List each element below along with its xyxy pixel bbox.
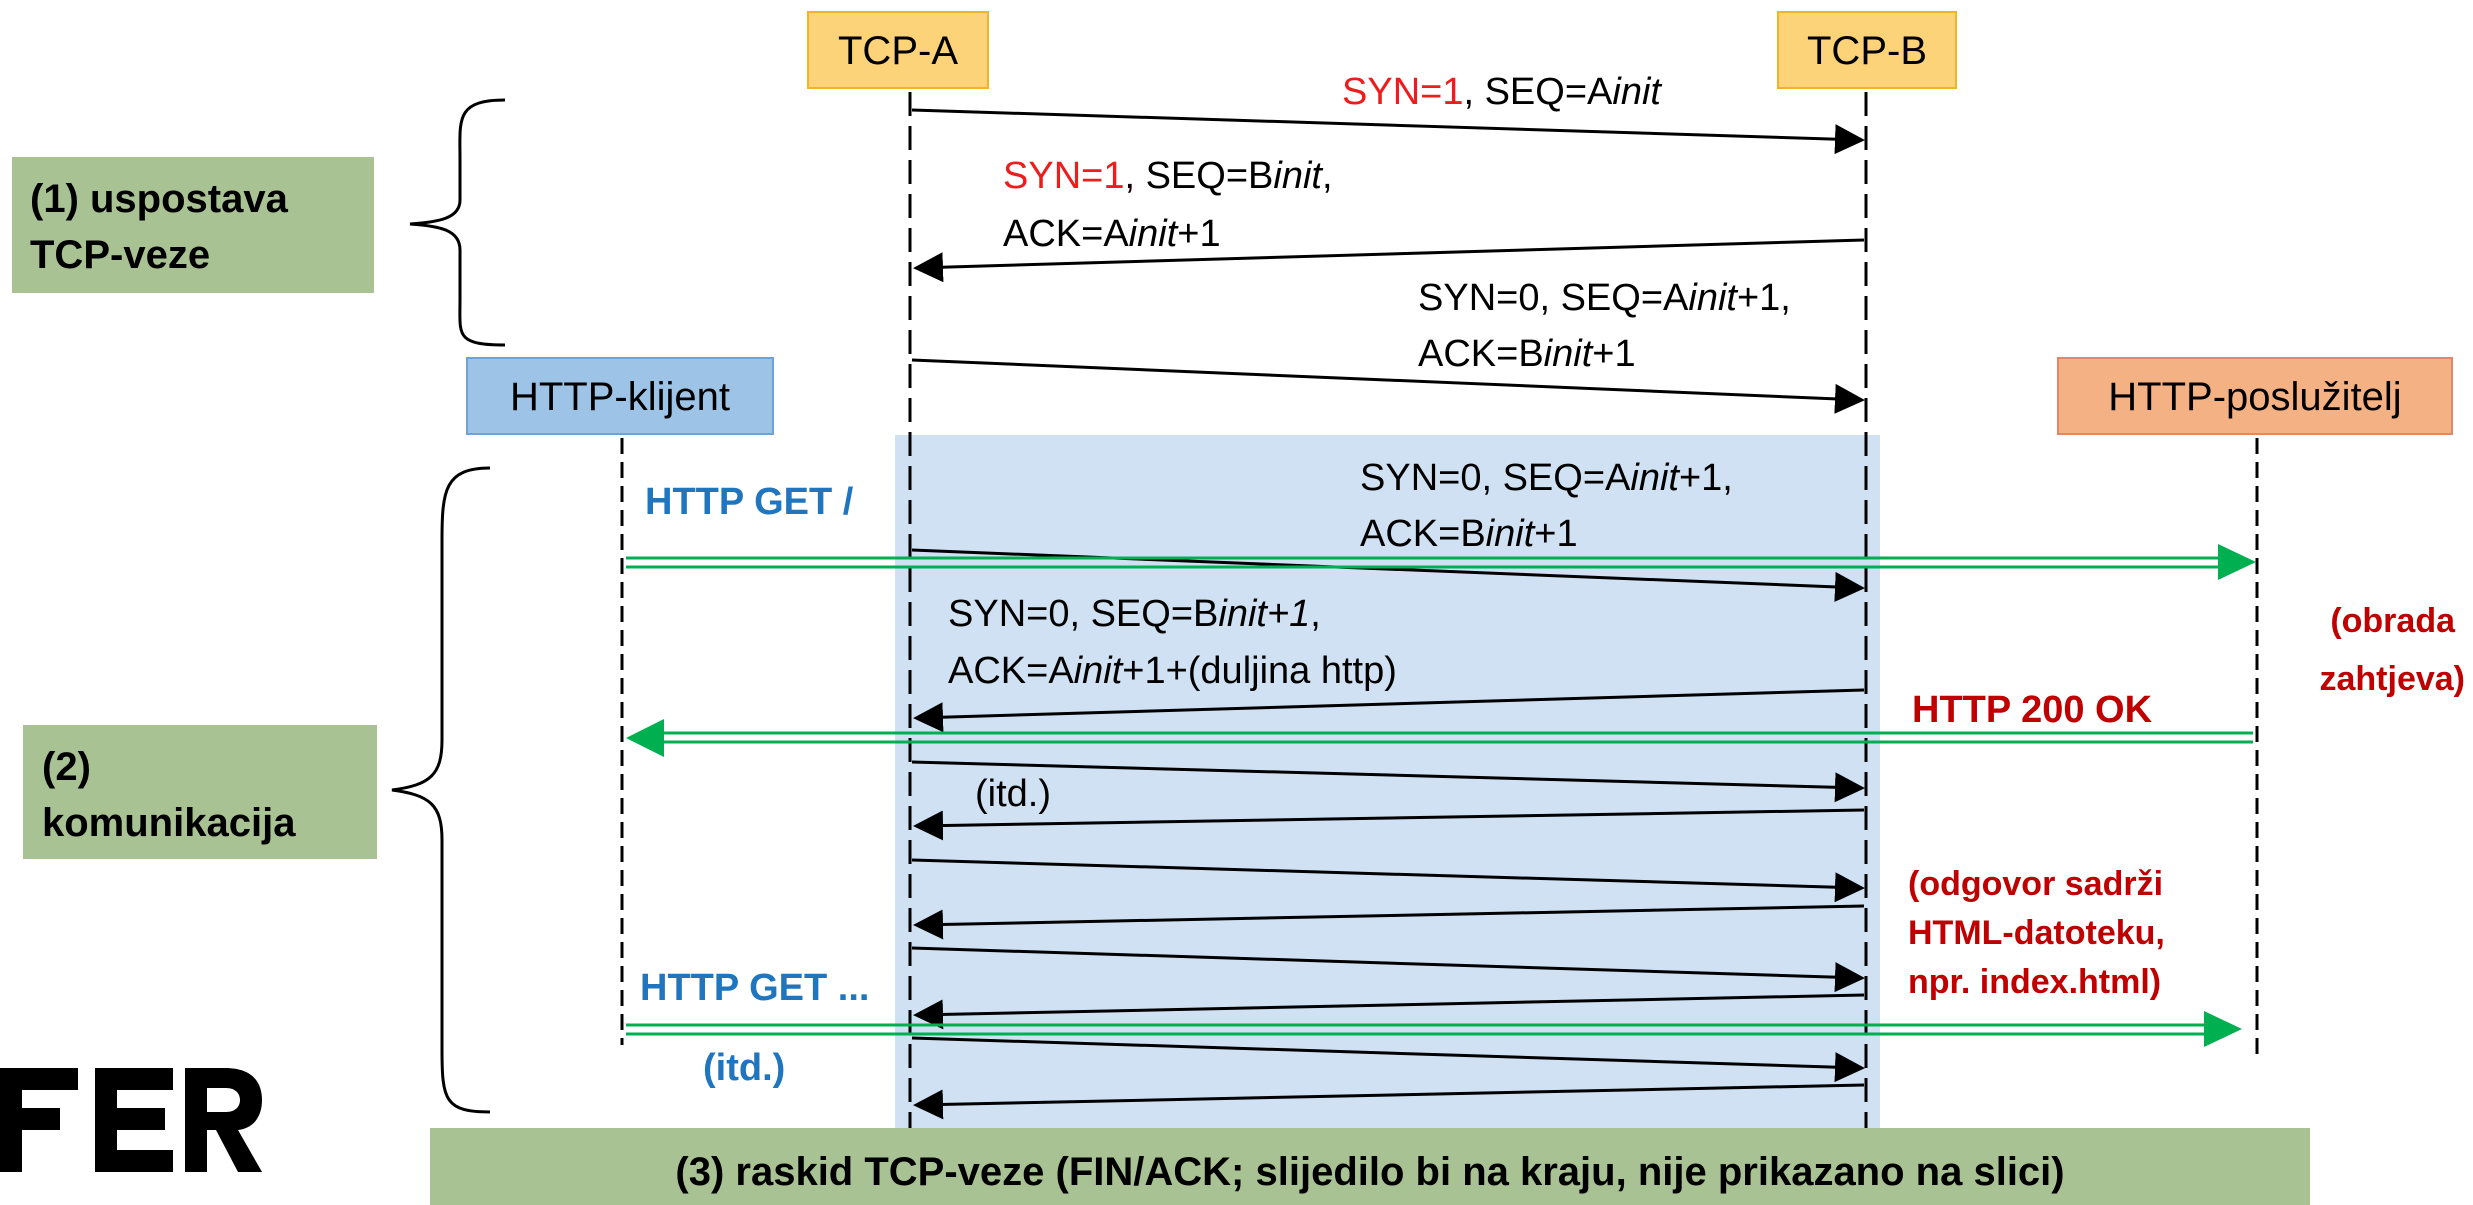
tcp-arrow-syn-ack: [913, 238, 1865, 283]
tcp-arrow-ack: [911, 358, 1865, 414]
msg-syn-ack-line1: SYN=1, SEQ=Binit,: [1003, 155, 1333, 197]
http-client-host: HTTP-klijent: [466, 357, 774, 435]
phase-2-line2: komunikacija: [42, 801, 296, 845]
msg-syn-ack-line2: ACK=Ainit+1: [1003, 213, 1221, 255]
phase-1-brace: [409, 98, 506, 347]
http-itd-label: (itd.): [703, 1047, 785, 1089]
tcp-arrow-data-4: [913, 808, 1865, 841]
tcp-b-host: TCP-B: [1777, 11, 1957, 89]
msg-ack-line1: SYN=0, SEQ=Ainit+1,: [1418, 277, 1791, 319]
phase-1-line2: TCP-veze: [30, 233, 210, 277]
response-note-line1: (odgovor sadrži: [1908, 865, 2163, 903]
tcp-arrow-data-8: [913, 993, 1865, 1030]
phase-1-box: (1) uspostava TCP-veze: [12, 157, 374, 293]
http-get-label: HTTP GET /: [645, 481, 854, 523]
http-200-ok-label: HTTP 200 OK: [1912, 689, 2153, 731]
http-server-host: HTTP-poslužitelj: [2057, 357, 2453, 435]
phase-2-box: (2) komunikacija: [23, 725, 377, 859]
phase-3-label: (3) raskid TCP-veze (FIN/ACK; slijedilo …: [675, 1150, 2064, 1194]
tcp-arrow-data-2: [913, 688, 1865, 733]
http-client-label: HTTP-klijent: [510, 375, 730, 419]
tcp-arrow-data-1: [911, 548, 1865, 602]
tcp-arrow-data-5: [911, 858, 1865, 903]
phase-1-line1: (1) uspostava: [30, 177, 289, 221]
msg-http-seg-line1: SYN=0, SEQ=Ainit+1,: [1360, 457, 1733, 499]
http-arrow-200-ok: [626, 719, 2253, 757]
processing-note-line2: zahtjeva): [2320, 660, 2466, 698]
http-get-2-label: HTTP GET ...: [640, 967, 869, 1009]
http-arrow-get: [626, 544, 2256, 580]
tcp-arrow-data-6: [913, 904, 1865, 940]
processing-note-line1: (obrada: [2330, 602, 2456, 640]
tcp-arrow-syn: [911, 108, 1865, 155]
response-note-line3: npr. index.html): [1908, 963, 2161, 1001]
msg-itd-small: (itd.): [975, 773, 1051, 815]
tcp-a-label: TCP-A: [838, 29, 958, 73]
tcp-arrow-data-10: [913, 1083, 1865, 1120]
msg-http-ack-line2: ACK=Ainit+1+(duljina http): [948, 650, 1397, 692]
fer-logo: [0, 1068, 262, 1172]
phase-2-brace: [391, 466, 491, 1114]
http-arrow-get-2: [626, 1011, 2242, 1047]
msg-syn-label: SYN=1, SEQ=Ainit: [1342, 71, 1662, 113]
tcp-arrow-data-7: [911, 946, 1865, 993]
phase-2-line1: (2): [42, 745, 91, 789]
msg-http-ack-line1: SYN=0, SEQ=Binit+1,: [948, 593, 1321, 635]
tcp-b-label: TCP-B: [1807, 29, 1927, 73]
response-note-line2: HTML-datoteku,: [1908, 914, 2165, 952]
tcp-arrow-data-9: [911, 1036, 1865, 1083]
tcp-arrow-data-3: [911, 760, 1865, 803]
msg-ack-line2: ACK=Binit+1: [1418, 333, 1636, 375]
tcp-a-host: TCP-A: [807, 11, 989, 89]
phase-3-bar: (3) raskid TCP-veze (FIN/ACK; slijedilo …: [430, 1128, 2310, 1205]
msg-http-seg-line2: ACK=Binit+1: [1360, 513, 1578, 555]
http-server-label: HTTP-poslužitelj: [2108, 375, 2401, 419]
